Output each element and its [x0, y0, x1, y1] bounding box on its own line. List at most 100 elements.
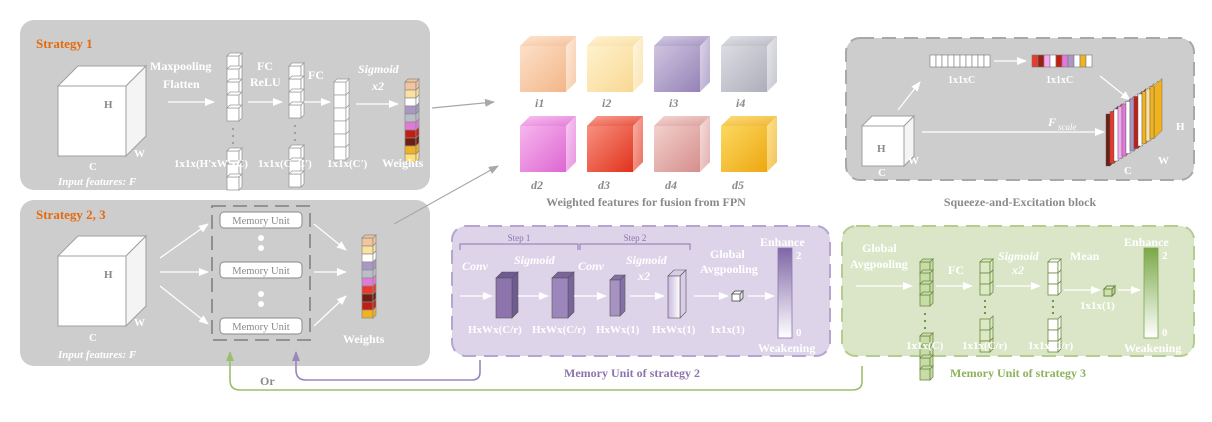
cell: [979, 318, 991, 331]
cell-side: [1057, 337, 1062, 353]
mu2-slab-2-front: [551, 277, 569, 319]
fpn-cube-side: [700, 36, 710, 92]
mu3-bottom-val: 0: [1162, 327, 1168, 339]
mu3-global: Global: [862, 241, 897, 255]
weights-bar-2: [361, 234, 377, 319]
mu2-global: Global: [710, 247, 745, 261]
cell-side: [1057, 280, 1062, 296]
strategy1-input-label: Input features: F: [57, 176, 137, 188]
se-cell: [1085, 54, 1093, 68]
mu3-fc: FC: [948, 263, 964, 277]
mu3-top-val: 2: [1162, 250, 1168, 262]
strategy23-panel: Strategy 2, 3 H W C Input features: F Me…: [20, 200, 430, 366]
se-cell: [959, 54, 967, 68]
cube1-h: H: [104, 99, 113, 111]
se-cube-h: H: [877, 143, 886, 155]
cell: [979, 283, 991, 296]
cell-side: [929, 365, 934, 381]
mu2-conv2: Conv: [578, 259, 605, 273]
mu3-vectors: [919, 258, 1062, 381]
cell-side: [415, 150, 420, 163]
se-cell: [929, 54, 937, 68]
fpn-cube-side: [700, 116, 710, 172]
fpn-cube-top: [587, 116, 643, 126]
cell: [361, 301, 374, 311]
strategy23-input-label: Input features: F: [57, 349, 137, 361]
ellipsis-dot: [293, 138, 297, 142]
cell-side: [238, 173, 243, 191]
fpn-cube-top: [587, 36, 643, 46]
return-arrow-strategy2: [292, 351, 481, 381]
cell: [226, 107, 240, 122]
cell: [1047, 283, 1059, 296]
se-cell: [971, 54, 979, 68]
cell: [404, 81, 417, 91]
fpn-label-d4: d4: [665, 178, 677, 192]
se-cube-c: C: [878, 167, 886, 179]
ellipsis-dot: [231, 134, 235, 138]
cell: [404, 137, 417, 147]
enhance-gradient: [777, 247, 793, 339]
mu2-dim-3: HxWx(1): [652, 324, 696, 336]
mu3-enhance-bar: [1143, 247, 1159, 339]
ellipsis-dot: [923, 312, 927, 316]
mu2-slab-4-front: [667, 275, 681, 319]
se-input-cube: [860, 114, 916, 168]
fpn-cube-front: [587, 46, 633, 92]
fpn-cube-top: [654, 116, 710, 126]
cell: [979, 272, 991, 285]
mu3-x2: x2: [1011, 263, 1024, 277]
flatten-label: Flatten: [163, 77, 200, 91]
fpn-cube: [587, 36, 643, 92]
ellipsis-dot: [983, 299, 987, 303]
se-cell: [1067, 54, 1075, 68]
fpn-cube-top: [520, 36, 576, 46]
fpn-features: [520, 36, 777, 172]
memory-unit-2: Memory Unit: [232, 266, 290, 277]
cell-side: [989, 337, 994, 353]
cell: [226, 176, 240, 191]
mu2-weakening: Weakening: [758, 341, 815, 355]
weights2-label: Weights: [343, 332, 385, 346]
se-cell: [1037, 54, 1045, 68]
mu2-caption: Memory Unit of strategy 2: [564, 366, 700, 380]
se-out-front: [1121, 103, 1127, 157]
cell: [361, 277, 374, 287]
flatten-column: [226, 52, 243, 191]
cube2-h: H: [104, 269, 113, 281]
mu3-caption: Memory Unit of strategy 3: [950, 366, 1086, 380]
cell: [404, 145, 417, 155]
mu3-weakening: Weakening: [1124, 341, 1181, 355]
ellipsis-dot: [1051, 299, 1055, 303]
se-out-front: [1109, 111, 1115, 164]
fpn-label-i2: i2: [602, 96, 611, 110]
fpn-cube-front: [520, 126, 566, 172]
return-arrow-strategy3: [226, 351, 863, 391]
se-output-stack: [1105, 78, 1163, 167]
fc2-label: FC: [308, 68, 324, 82]
cell: [333, 107, 347, 122]
fpn-cube-front: [721, 126, 767, 172]
se-squeeze-vector: [929, 54, 991, 68]
fpn-cube: [654, 116, 710, 172]
ellipsis-dot: [293, 124, 297, 128]
mu2-dim-0: HxWx(C/r): [468, 324, 522, 336]
fpn-cube-front: [721, 46, 767, 92]
fpn-label-i1: i1: [535, 96, 544, 110]
cell: [404, 113, 417, 123]
se-cell: [1061, 54, 1069, 68]
cell: [361, 253, 374, 263]
se-block-panel: H W C 1x1xC 1x1xC F scale H W C: [845, 37, 1195, 181]
fpn-label-i3: i3: [669, 96, 678, 110]
se-out-front: [1105, 113, 1111, 167]
se-cell: [983, 54, 991, 68]
se-cell: [1079, 54, 1087, 68]
cube2-c: C: [89, 332, 97, 344]
fpn-cube-side: [566, 36, 576, 92]
weights-bar-1: [404, 78, 420, 163]
mu3-enhance: Enhance: [1124, 235, 1169, 249]
mu2-slab-1-front: [495, 277, 513, 319]
cell: [1047, 318, 1059, 331]
ellipsis-dot: [231, 141, 235, 145]
